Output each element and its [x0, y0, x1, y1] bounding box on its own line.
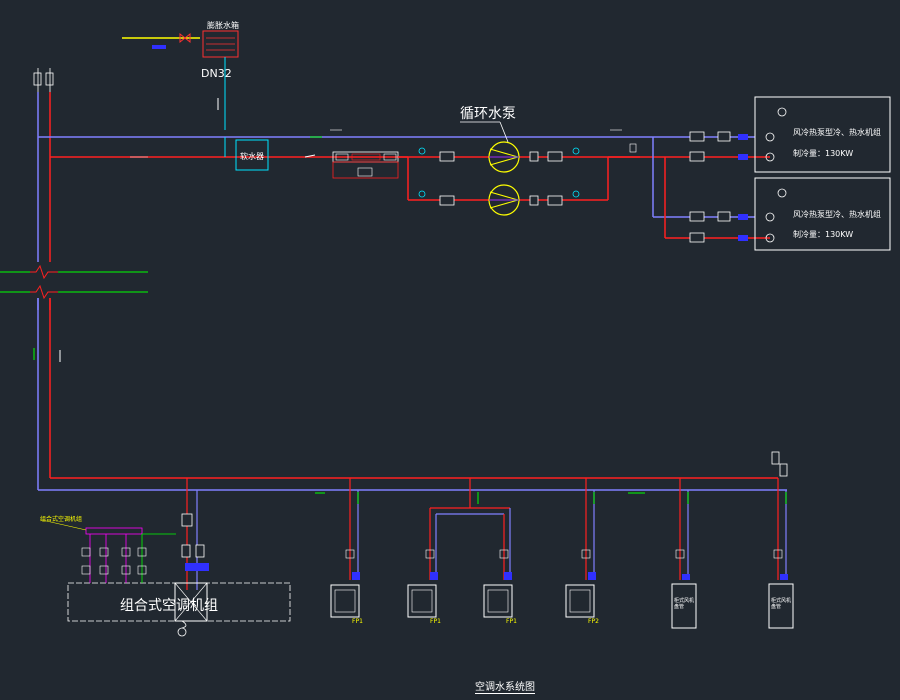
chiller-1-name: 风冷热泵型冷、热水机组	[793, 128, 881, 137]
cabinet-unit-2	[768, 583, 794, 629]
pipe-size-label: DN32	[201, 67, 232, 80]
chiller-2-name: 风冷热泵型冷、热水机组	[793, 210, 881, 219]
expansion-tank	[202, 30, 239, 58]
fan-coil-2-label: FP1	[430, 618, 441, 625]
cabinet-1-label: 柜式风机盘管	[674, 598, 695, 610]
makeup-water-tag	[152, 45, 166, 49]
chiller-1	[754, 96, 891, 173]
chiller-2-capacity: 制冷量：130KW	[793, 230, 854, 239]
diagram-title: 空调水系统图	[475, 678, 535, 694]
fan-coil-4-label: FP2	[588, 618, 599, 625]
chiller-2	[754, 177, 891, 251]
pump-label: 循环水泵	[460, 106, 516, 122]
fan-coil-3-label: FP1	[506, 618, 517, 625]
valve-icon	[179, 32, 191, 44]
fan-coil-2	[407, 584, 437, 618]
fan-coil-1	[330, 584, 360, 618]
water-softener	[235, 139, 269, 171]
expansion-tank-label: 膨胀水箱	[207, 21, 239, 30]
fan-coil-1-label: FP1	[352, 618, 363, 625]
cabinet-unit-1	[671, 583, 697, 629]
ahu-label: 组合式空调机组	[120, 598, 218, 614]
fan-coil-3	[483, 584, 513, 618]
chiller-1-capacity: 制冷量：130KW	[793, 149, 854, 158]
fan-coil-4	[565, 584, 595, 618]
ahu-note: 组合式空调机组	[40, 516, 83, 523]
water-softener-label: 软水器	[240, 152, 264, 161]
cabinet-2-label: 柜式风机盘管	[771, 598, 792, 610]
